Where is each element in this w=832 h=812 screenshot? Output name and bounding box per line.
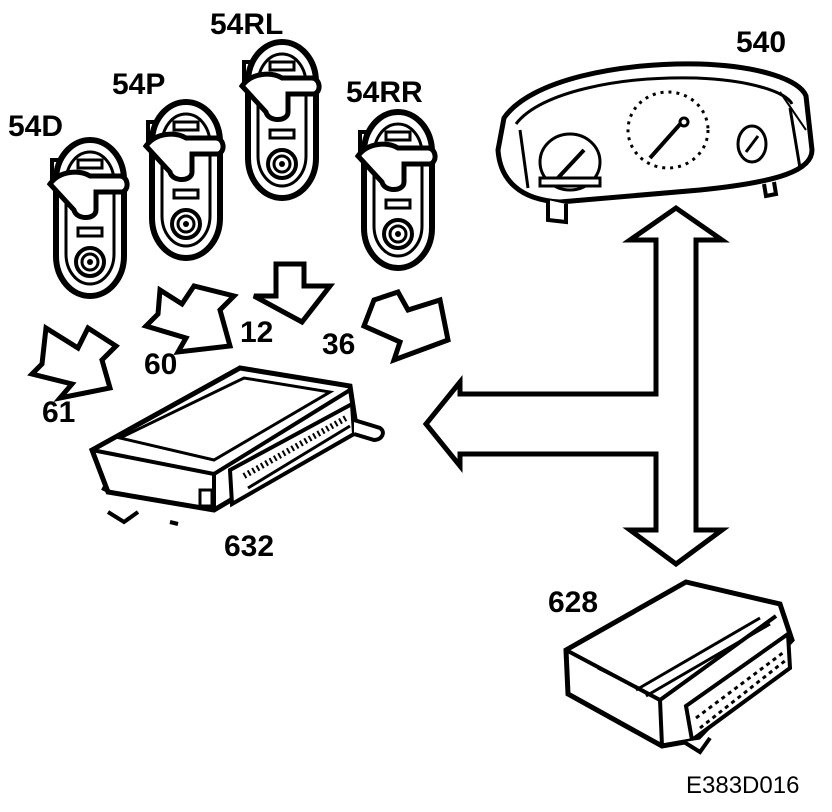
control-module-628-icon: [563, 579, 795, 755]
connection-arrows-icon: [422, 204, 730, 568]
door-switch-54d-icon: [50, 140, 127, 296]
label-54d: 54D: [8, 110, 64, 143]
signal-arrow-36-icon: [360, 288, 451, 365]
label-61: 61: [42, 396, 76, 429]
label-12: 12: [240, 316, 274, 349]
label-628: 628: [548, 586, 599, 619]
signal-arrow-60-icon: [141, 283, 239, 356]
label-540: 540: [736, 26, 787, 59]
signal-arrow-61-icon: [27, 323, 120, 402]
door-switch-54p-icon: [146, 102, 223, 258]
label-632: 632: [224, 530, 275, 563]
label-60: 60: [144, 348, 178, 381]
label-54rr: 54RR: [346, 76, 423, 109]
label-54p: 54P: [112, 68, 166, 101]
door-switch-54rr-icon: [358, 112, 435, 268]
control-module-632-icon: [88, 365, 385, 526]
signal-arrow-12-icon: [252, 261, 336, 326]
figure-code: E383D016: [686, 772, 800, 799]
instrument-cluster-540-icon: [495, 61, 815, 225]
door-switch-54rl-icon: [242, 42, 319, 198]
label-54rl: 54RL: [210, 8, 284, 41]
label-36: 36: [322, 328, 356, 361]
